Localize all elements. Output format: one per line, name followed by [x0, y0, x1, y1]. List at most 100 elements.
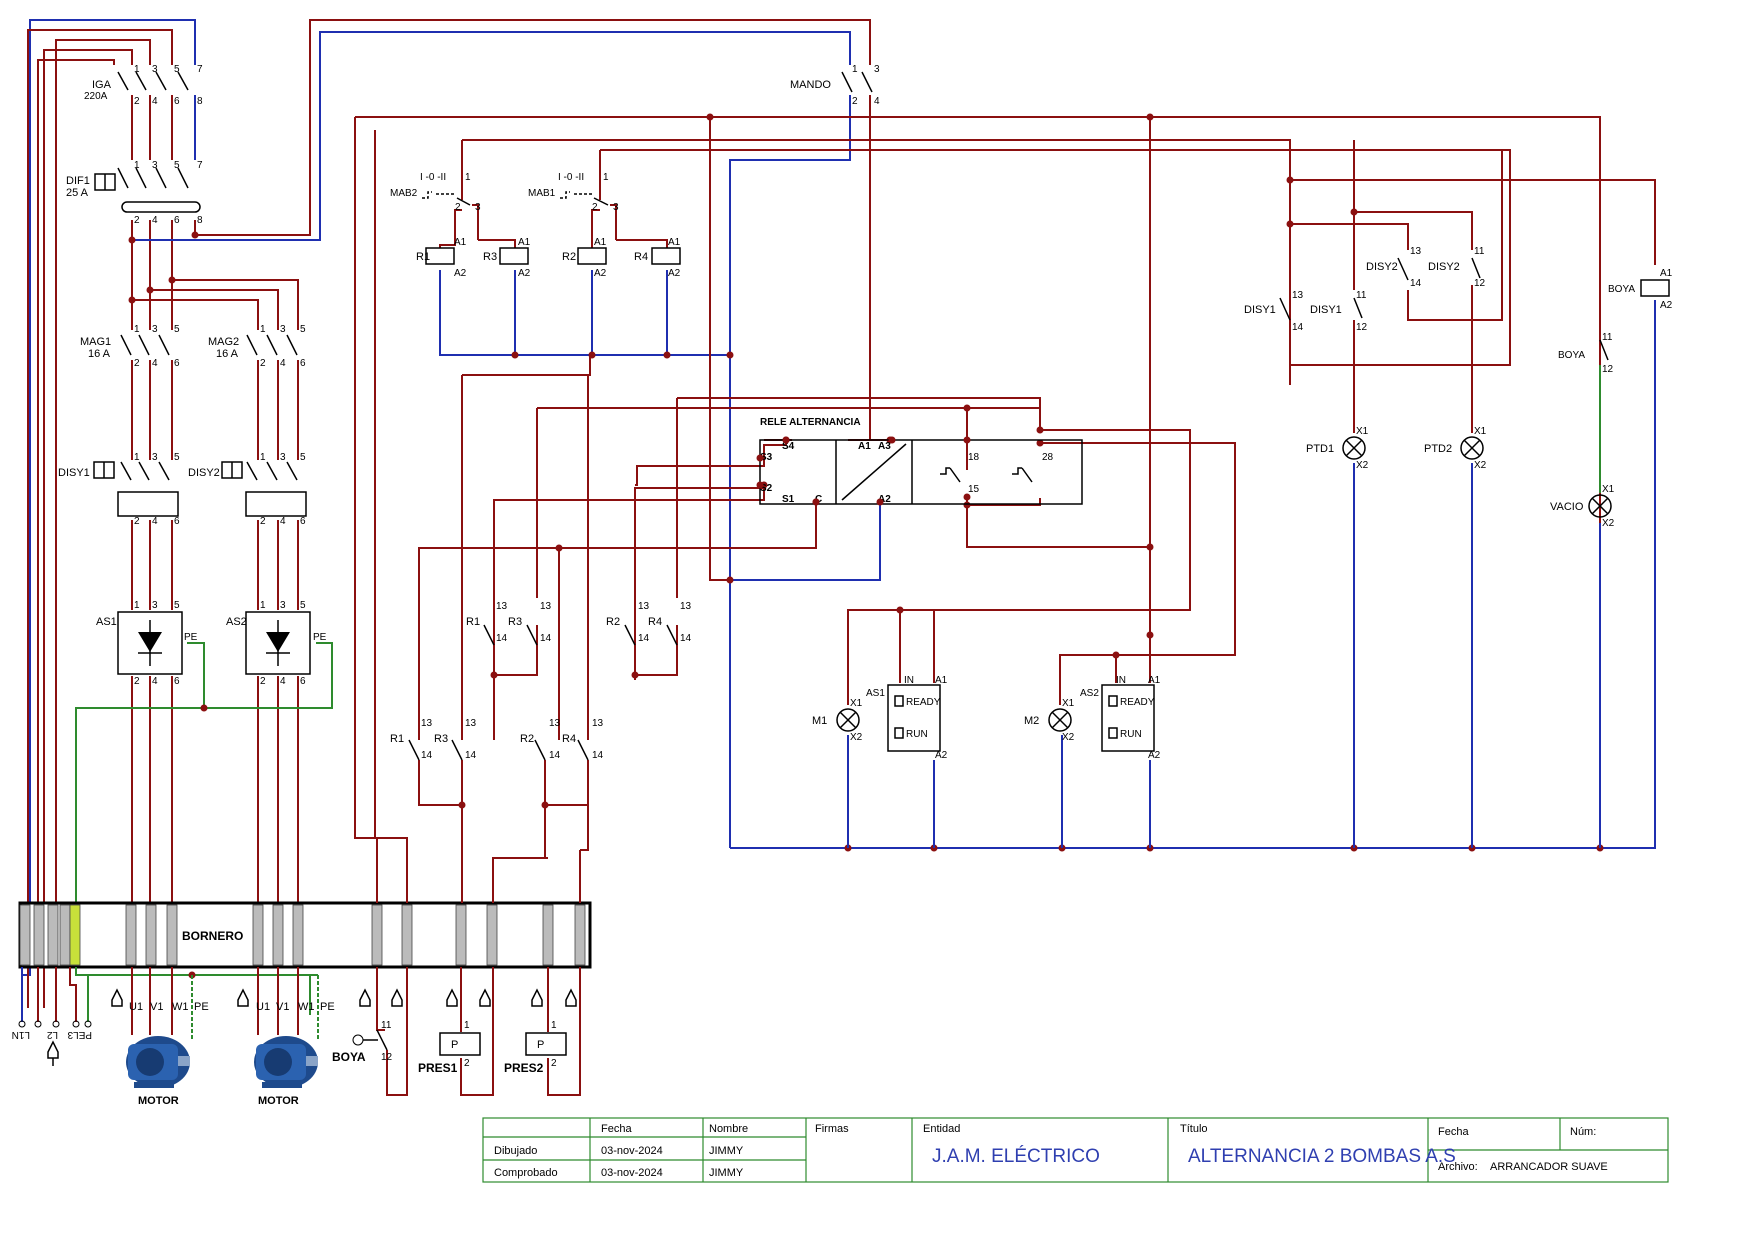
- as2-control: M2 X1 X2 AS2 IN A1 A2 READY RUN: [1024, 675, 1161, 761]
- svg-text:14: 14: [592, 750, 604, 761]
- svg-text:18: 18: [968, 452, 980, 463]
- svg-text:6: 6: [174, 676, 180, 687]
- svg-text:2: 2: [260, 358, 266, 369]
- svg-text:Archivo:: Archivo:: [1438, 1161, 1478, 1173]
- svg-text:1: 1: [852, 64, 858, 75]
- svg-text:A2: A2: [518, 268, 531, 279]
- svg-text:1: 1: [551, 1020, 557, 1031]
- svg-text:X1: X1: [1474, 426, 1487, 437]
- terminal-strip: BORNERO: [18, 901, 592, 969]
- svg-text:AS1: AS1: [96, 616, 117, 628]
- svg-text:P: P: [451, 1039, 458, 1051]
- svg-text:1: 1: [134, 160, 140, 171]
- svg-text:PE: PE: [313, 632, 327, 643]
- svg-text:6: 6: [300, 516, 306, 527]
- power-wiring: [21, 19, 871, 1008]
- svg-text:4: 4: [152, 676, 158, 687]
- svg-text:5: 5: [174, 160, 180, 171]
- svg-text:13: 13: [496, 601, 508, 612]
- svg-text:13: 13: [540, 601, 552, 612]
- svg-text:03-nov-2024: 03-nov-2024: [601, 1167, 663, 1179]
- svg-text:3: 3: [280, 600, 286, 611]
- svg-text:Fecha: Fecha: [601, 1123, 632, 1135]
- svg-text:2: 2: [852, 96, 858, 107]
- svg-text:DISY1: DISY1: [1244, 304, 1276, 316]
- svg-text:RELE ALTERNANCIA: RELE ALTERNANCIA: [760, 417, 861, 428]
- svg-text:3: 3: [613, 202, 619, 213]
- svg-text:2: 2: [464, 1058, 470, 1069]
- control-wiring: [354, 95, 1656, 903]
- svg-text:14: 14: [496, 633, 508, 644]
- svg-text:14: 14: [465, 750, 477, 761]
- svg-text:DISY2: DISY2: [1428, 261, 1460, 273]
- svg-text:5: 5: [174, 64, 180, 75]
- svg-text:14: 14: [1410, 278, 1422, 289]
- svg-text:12: 12: [1602, 364, 1614, 375]
- svg-text:14: 14: [680, 633, 692, 644]
- svg-text:5: 5: [300, 452, 306, 463]
- svg-text:V1: V1: [276, 1001, 289, 1013]
- svg-text:Núm:: Núm:: [1570, 1126, 1596, 1138]
- svg-text:BOYA: BOYA: [1558, 350, 1585, 361]
- svg-text:13: 13: [465, 718, 477, 729]
- svg-text:BOYA: BOYA: [332, 1050, 366, 1064]
- svg-text:W1: W1: [298, 1001, 315, 1013]
- svg-text:DISY1: DISY1: [1310, 304, 1342, 316]
- svg-text:A1: A1: [454, 237, 467, 248]
- svg-text:RUN: RUN: [906, 729, 928, 740]
- svg-text:PE: PE: [320, 1001, 335, 1013]
- svg-text:R2: R2: [606, 616, 620, 628]
- svg-text:2: 2: [260, 676, 266, 687]
- svg-text:2: 2: [260, 516, 266, 527]
- svg-text:PTD1: PTD1: [1306, 443, 1334, 455]
- svg-text:3: 3: [152, 600, 158, 611]
- svg-text:1: 1: [465, 172, 471, 183]
- svg-text:5: 5: [174, 452, 180, 463]
- svg-text:A1: A1: [668, 237, 681, 248]
- svg-text:A1: A1: [935, 675, 948, 686]
- svg-text:R2: R2: [562, 251, 576, 263]
- svg-text:6: 6: [174, 215, 180, 226]
- svg-text:4: 4: [874, 96, 880, 107]
- svg-text:R4: R4: [648, 616, 662, 628]
- svg-text:2: 2: [134, 215, 140, 226]
- svg-text:X2: X2: [1474, 460, 1487, 471]
- svg-text:2: 2: [134, 516, 140, 527]
- alternating-relay: RELE ALTERNANCIA S4 S3 S2 S1 C A1 A3 A2 …: [756, 417, 1083, 506]
- svg-text:03-nov-2024: 03-nov-2024: [601, 1145, 663, 1157]
- svg-text:A2: A2: [1148, 750, 1161, 761]
- svg-text:R3: R3: [483, 251, 497, 263]
- motor-1: MOTOR: [126, 1036, 190, 1107]
- svg-text:11: 11: [1602, 332, 1613, 343]
- svg-text:5: 5: [174, 324, 180, 335]
- svg-text:U1: U1: [256, 1001, 270, 1013]
- svg-text:PE: PE: [184, 632, 198, 643]
- svg-text:11: 11: [1356, 290, 1367, 301]
- svg-text:220A: 220A: [84, 91, 108, 102]
- svg-text:15: 15: [968, 484, 980, 495]
- svg-text:5: 5: [174, 600, 180, 611]
- svg-text:AS1: AS1: [866, 688, 885, 699]
- svg-text:Comprobado: Comprobado: [494, 1167, 558, 1179]
- svg-text:1: 1: [134, 324, 140, 335]
- svg-text:A1: A1: [518, 237, 531, 248]
- svg-text:6: 6: [174, 96, 180, 107]
- svg-text:4: 4: [152, 516, 158, 527]
- svg-text:3: 3: [280, 452, 286, 463]
- svg-text:A2: A2: [594, 268, 607, 279]
- svg-text:1: 1: [260, 600, 266, 611]
- svg-text:R3: R3: [434, 733, 448, 745]
- svg-text:ALTERNANCIA 2 BOMBAS A.S: ALTERNANCIA 2 BOMBAS A.S: [1188, 1146, 1456, 1167]
- svg-text:BORNERO: BORNERO: [182, 929, 243, 943]
- svg-text:P: P: [537, 1039, 544, 1051]
- svg-text:R3: R3: [508, 616, 522, 628]
